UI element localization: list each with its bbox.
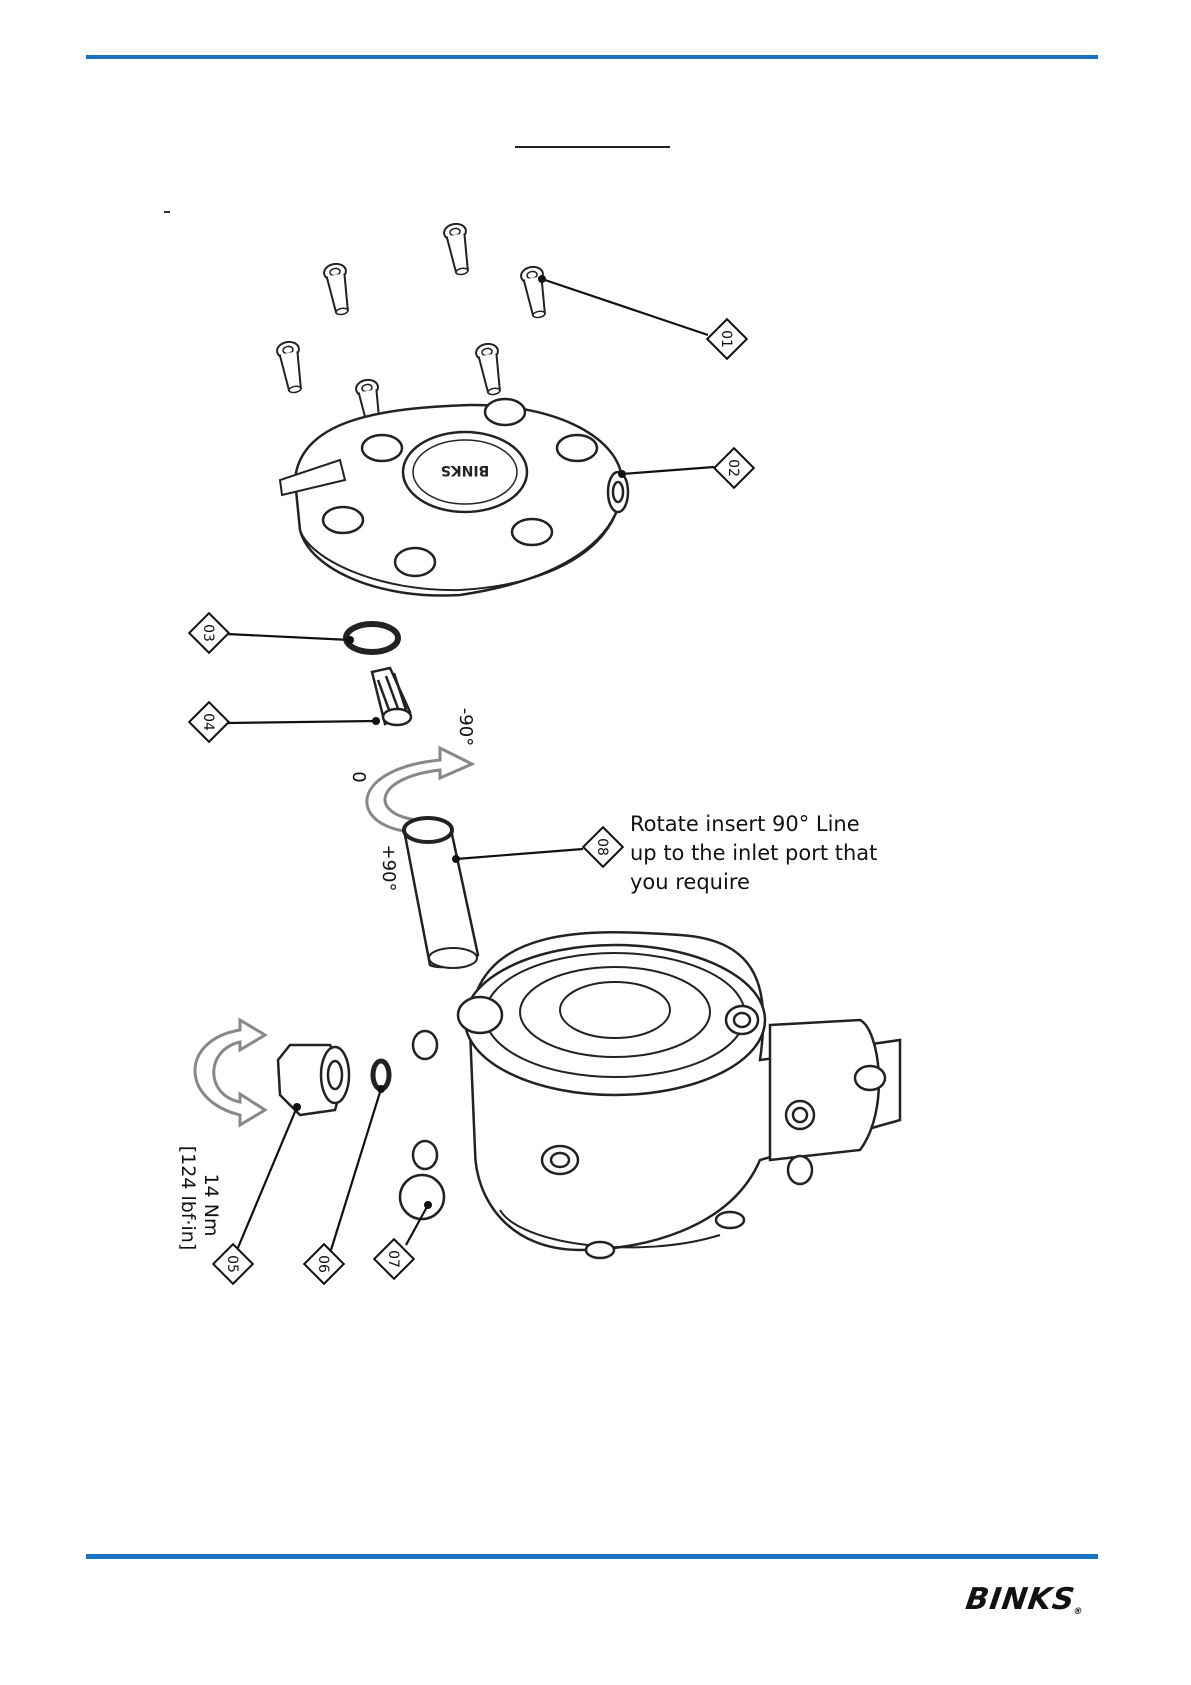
bolt — [443, 222, 474, 276]
torque-imperial: [124 lbf·in] — [177, 1146, 199, 1251]
valve-cage — [372, 668, 411, 725]
cover-plate: BINKS — [280, 399, 628, 596]
seal-ring — [346, 624, 398, 652]
callout-07: 07 — [385, 1250, 401, 1268]
svg-text:BINKS: BINKS — [441, 462, 490, 478]
bolt — [323, 262, 354, 316]
nut — [278, 1045, 349, 1115]
callout-03: 03 — [200, 624, 216, 642]
o-ring — [373, 1061, 389, 1089]
rotation-label-zero: 0 — [348, 771, 369, 782]
rotation-label-minus: -90° — [455, 708, 476, 746]
callout-01: 01 — [718, 330, 734, 348]
bolt — [276, 340, 307, 394]
bolt — [520, 265, 551, 319]
logo-registered: ® — [1073, 1607, 1084, 1617]
footer-rule — [86, 1554, 1098, 1559]
binks-logo: BINKS® — [964, 1582, 1088, 1617]
bolt — [475, 342, 506, 396]
cap — [400, 1175, 444, 1219]
callout-04: 04 — [200, 713, 216, 731]
callout-05: 05 — [224, 1255, 240, 1273]
pump-body — [413, 932, 900, 1258]
logo-text: BINKS — [964, 1582, 1078, 1617]
insert-tube — [404, 818, 478, 968]
torque-value: 14 Nm — [200, 1174, 222, 1237]
instruction-note: Rotate insert 90° Line up to the inlet p… — [630, 810, 890, 897]
callout-02: 02 — [725, 459, 741, 477]
callout-06: 06 — [315, 1255, 331, 1273]
rotation-label-plus: +90° — [378, 845, 399, 892]
callout-08: 08 — [594, 838, 610, 856]
rotation-arrow-icon — [195, 1020, 265, 1125]
